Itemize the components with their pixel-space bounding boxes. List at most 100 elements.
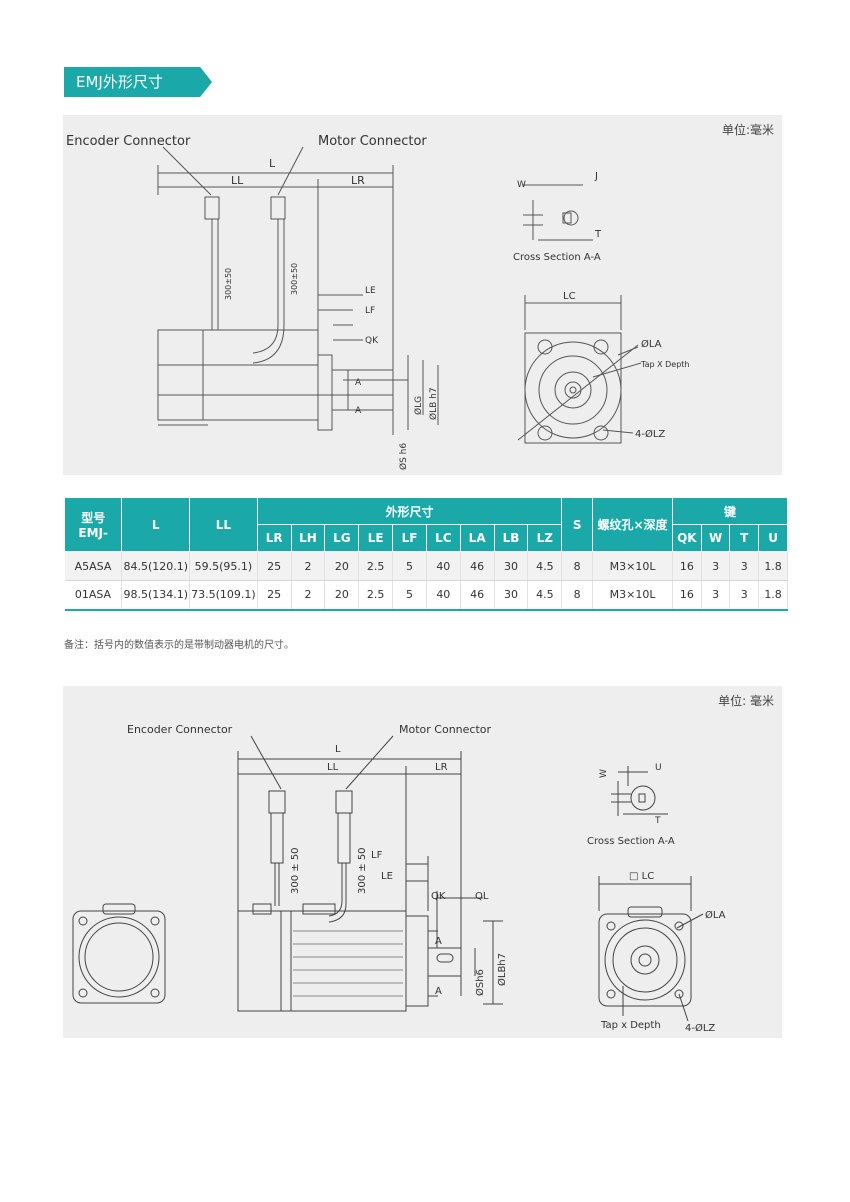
header-thread: 螺纹孔×深度 — [592, 497, 674, 552]
subheader-LZ: LZ — [527, 524, 563, 552]
subheader-LG: LG — [324, 524, 360, 552]
cell-model: A5ASA — [64, 551, 123, 581]
dim-QL: QL — [475, 891, 489, 902]
motor-connector-label: Motor Connector — [399, 723, 491, 736]
dim-S: ØS h6 — [398, 443, 409, 470]
cell-LH: 2 — [291, 551, 326, 581]
cell-LG: 20 — [324, 551, 360, 581]
cell-L: 98.5(134.1) — [121, 580, 191, 611]
footnote: 备注：括号内的数值表示的是带制动器电机的尺寸。 — [64, 640, 294, 651]
cell-LG: 20 — [324, 580, 360, 611]
cell-U: 1.8 — [758, 580, 788, 611]
encoder-connector-label: Encoder Connector — [127, 723, 233, 736]
dim-J: J — [594, 171, 598, 182]
cell-LL: 73.5(109.1) — [189, 580, 258, 611]
dim-LL: LL — [231, 174, 244, 187]
dim-L: L — [335, 744, 341, 755]
cell-LC: 40 — [426, 580, 461, 611]
dim-LR: LR — [351, 174, 365, 187]
cell-S: 8 — [561, 551, 594, 581]
section-mark-a-top: A — [435, 936, 442, 947]
table-row: A5ASA 84.5(120.1) 59.5(95.1) 25 2 20 2.5… — [64, 551, 788, 581]
cable-length-encoder: 300±50 — [224, 268, 233, 300]
cell-thread: M3×10L — [592, 580, 674, 611]
encoder-connector-label: Encoder Connector — [66, 134, 191, 149]
cell-U: 1.8 — [758, 551, 788, 581]
section-mark-a-top: A — [355, 378, 362, 388]
dim-LL: LL — [327, 762, 339, 773]
dim-LZ: 4-ØLZ — [635, 428, 665, 440]
subheader-LA: LA — [459, 524, 495, 552]
dim-LF: LF — [365, 306, 375, 316]
cell-LF: 5 — [392, 580, 427, 611]
cell-model: 01ASA — [64, 580, 123, 611]
drawing-2-svg: Encoder Connector Motor Connector L LL L… — [72, 723, 726, 1034]
section-mark-a-bottom: A — [355, 406, 362, 416]
dim-LA: ØLA — [641, 338, 662, 350]
subheader-LH: LH — [290, 524, 326, 552]
cross-section-label: Cross Section A-A — [587, 836, 675, 847]
dim-LG: ØLG — [413, 396, 424, 415]
tap-depth-label: Tap x Depth — [600, 1020, 661, 1031]
dim-U: U — [655, 763, 662, 773]
cell-T: 3 — [729, 551, 760, 581]
dim-LF: LF — [371, 850, 383, 861]
cable-length-encoder: 300 ± 50 — [290, 847, 301, 894]
subheader-LC: LC — [425, 524, 461, 552]
unit-label: 单位:毫米 — [721, 123, 774, 137]
cell-T: 3 — [729, 580, 760, 611]
cell-LR: 25 — [257, 580, 292, 611]
cell-LA: 46 — [460, 580, 495, 611]
cross-section-label: Cross Section A-A — [513, 252, 601, 263]
subheader-T: T — [729, 524, 760, 552]
subheader-LB: LB — [493, 524, 529, 552]
header-LL: LL — [189, 497, 258, 552]
dim-L: L — [269, 157, 276, 170]
cell-LE: 2.5 — [358, 580, 394, 611]
subheader-W: W — [700, 524, 731, 552]
cell-thread: M3×10L — [592, 551, 674, 581]
dimension-drawing-1: 单位:毫米 — [63, 115, 782, 475]
dim-S: ØSh6 — [474, 969, 486, 996]
dim-W: W — [599, 769, 609, 778]
dim-LE: LE — [365, 286, 376, 296]
dim-QK: QK — [365, 336, 379, 346]
dim-LR: LR — [435, 762, 448, 773]
cable-length-motor: 300±50 — [290, 263, 299, 295]
cell-QK: 16 — [672, 580, 702, 611]
cell-LA: 46 — [460, 551, 495, 581]
subheader-LE: LE — [358, 524, 394, 552]
header-model: 型号 EMJ- — [63, 497, 123, 552]
dim-LC: □ LC — [629, 871, 654, 882]
cell-W: 3 — [701, 580, 731, 611]
subheader-LF: LF — [392, 524, 427, 552]
header-S: S — [561, 497, 594, 552]
dim-W: W — [517, 180, 526, 190]
dim-QK: QK — [431, 891, 446, 902]
cell-QK: 16 — [672, 551, 702, 581]
header-dims: 外形尺寸 — [256, 497, 563, 525]
unit-label: 单位: 毫米 — [718, 694, 774, 708]
cell-LF: 5 — [392, 551, 427, 581]
tap-depth-label: Tap X Depth — [640, 360, 689, 369]
dim-T: T — [654, 816, 661, 826]
subheader-QK: QK — [672, 524, 702, 552]
dim-LC: LC — [563, 291, 576, 302]
section-title: EMJ外形尺寸 — [64, 67, 212, 97]
cell-S: 8 — [561, 580, 594, 611]
motor-connector-label: Motor Connector — [318, 134, 427, 149]
dim-LB: ØLBh7 — [496, 953, 508, 986]
dimension-table: 型号 EMJ- L LL 外形尺寸 S 螺纹孔×深度 键 LR LH LG LE… — [63, 497, 788, 611]
cell-LZ: 4.5 — [527, 551, 563, 581]
cell-LB: 30 — [494, 551, 529, 581]
cell-LR: 25 — [257, 551, 292, 581]
cable-length-motor: 300 ± 50 — [357, 847, 368, 894]
cell-LB: 30 — [494, 580, 529, 611]
dim-LB: ØLB h7 — [428, 387, 439, 420]
drawing-1-svg: Encoder Connector Motor Connector L LL L… — [66, 134, 689, 470]
subheader-U: U — [758, 524, 788, 552]
header-key: 键 — [672, 497, 788, 525]
cell-LL: 59.5(95.1) — [189, 551, 258, 581]
cell-LH: 2 — [291, 580, 326, 611]
dim-T: T — [594, 229, 602, 240]
